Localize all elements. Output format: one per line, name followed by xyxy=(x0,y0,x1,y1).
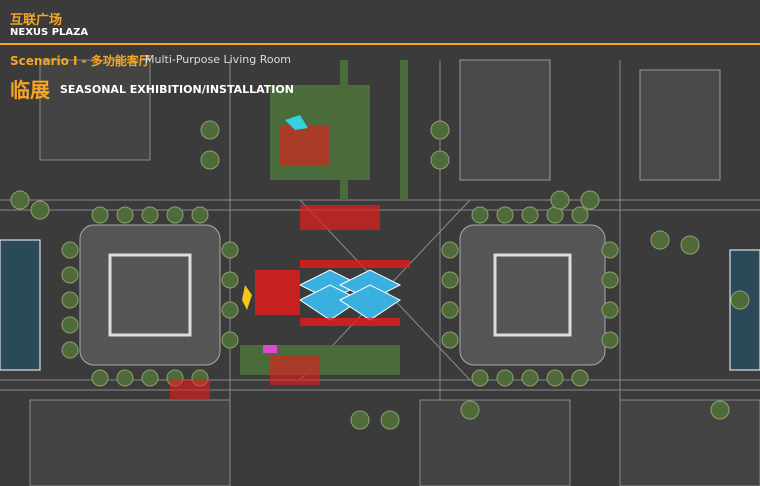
page-title-cn: 互联广场 xyxy=(10,13,63,28)
water-pools xyxy=(0,239,760,371)
installations xyxy=(242,115,308,353)
mode-title-cn: 临展 xyxy=(10,78,50,102)
mode-title-en: SEASONAL EXHIBITION/INSTALLATION xyxy=(60,83,294,96)
trees xyxy=(10,120,750,430)
scenario-subtitle: Multi-Purpose Living Room xyxy=(145,53,292,66)
visitor-crowd xyxy=(170,125,410,400)
header-rule xyxy=(0,43,760,45)
page-title-en: NEXUS PLAZA xyxy=(10,27,89,38)
buildings xyxy=(29,59,760,486)
scenario-title: Scenario I - 多功能客厅 xyxy=(10,54,151,68)
